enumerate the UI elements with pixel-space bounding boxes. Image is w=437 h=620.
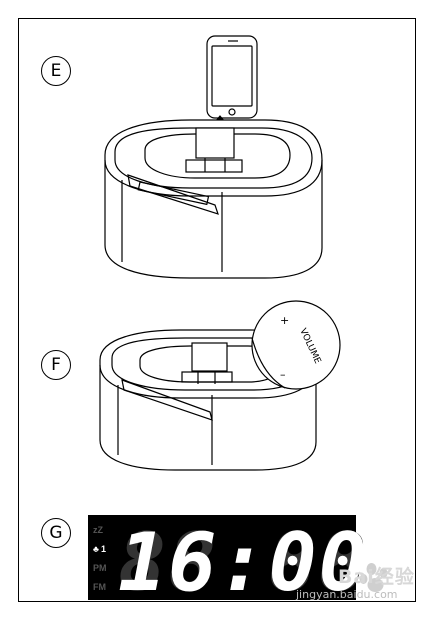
watermark-text: Bai经验	[338, 566, 415, 588]
illustration-frame	[18, 18, 416, 602]
step-label-e: E	[41, 56, 71, 86]
volume-plus: +	[280, 314, 289, 327]
snooze-indicator: zZ	[93, 525, 104, 535]
display-time: 16:00	[118, 516, 369, 609]
paw-logo-icon	[359, 563, 388, 592]
fm-indicator: FM	[93, 582, 106, 592]
svg-text:88:88: 88:88	[118, 516, 369, 609]
step-label-f: F	[41, 350, 71, 380]
alarm1-indicator: 1	[101, 544, 106, 554]
step-label-g: G	[41, 518, 71, 548]
watermark-url: jingyan.baidu.com	[296, 588, 398, 601]
alarm-bell-icon: ♣	[93, 544, 99, 554]
pm-indicator: PM	[93, 563, 107, 573]
volume-minus: –	[280, 368, 286, 381]
